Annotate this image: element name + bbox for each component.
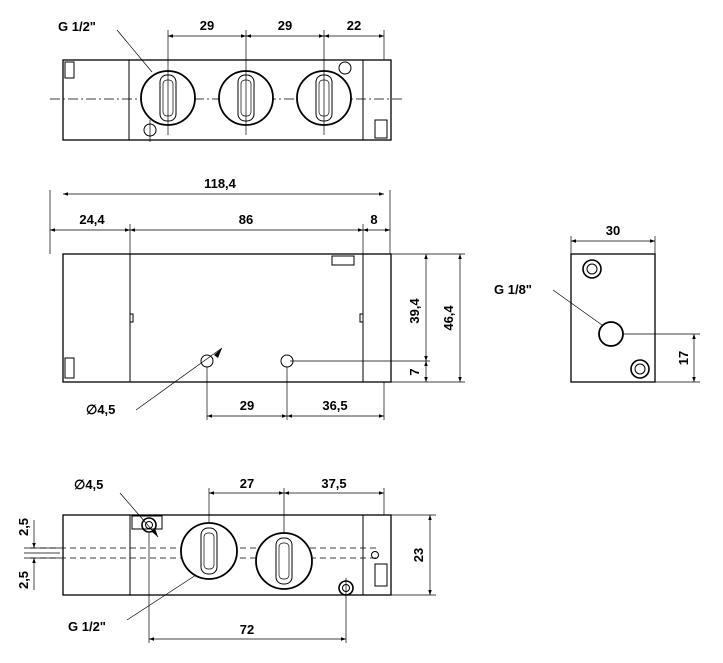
top-port-3 xyxy=(296,30,352,135)
bottom-hole-leader xyxy=(119,492,159,538)
front-dim-hole-spacing-2: 36,5 xyxy=(322,398,347,413)
front-dim-right-section: 8 xyxy=(370,212,377,227)
bottom-small-hole xyxy=(371,551,379,559)
bottom-dim-port-spacing-1: 27 xyxy=(240,476,254,491)
side-view: 30 17 G 1/8" xyxy=(494,223,700,383)
front-dim-overall-length: 118,4 xyxy=(204,176,237,191)
bottom-port-2 xyxy=(255,488,313,590)
side-port-label: G 1/8" xyxy=(494,282,532,297)
bottom-port-1 xyxy=(180,488,238,580)
bottom-dim-port-spacing-2: 37,5 xyxy=(321,476,346,491)
bottom-dim-offset-top: 2,5 xyxy=(16,518,31,536)
bottom-view: 27 37,5 ∅4,5 2,5 2,5 23 72 G 1/2" xyxy=(16,476,436,643)
side-port-leader xyxy=(552,289,603,326)
bottom-dim-offset-bottom: 2,5 xyxy=(16,571,31,589)
front-dim-hole-height: 7 xyxy=(407,368,422,375)
top-dim-spacing-2: 29 xyxy=(278,18,292,33)
top-view-right-notch xyxy=(374,119,388,139)
front-dim-height-inner: 39,4 xyxy=(407,298,422,324)
front-hole-leader xyxy=(135,347,223,411)
front-view: 118,4 24,4 86 8 39,4 46,4 7 29 36,5 ∅4,5 xyxy=(49,176,465,420)
bottom-hole-diameter-label: ∅4,5 xyxy=(74,477,103,492)
side-hole-bottom xyxy=(630,359,650,379)
front-dim-hole-spacing-1: 29 xyxy=(240,398,254,413)
side-dim-port-height: 17 xyxy=(676,351,691,365)
front-view-body xyxy=(62,253,392,383)
front-left-notch xyxy=(64,357,75,379)
top-port-1 xyxy=(140,62,196,135)
top-view: 29 29 22 G 1/2" xyxy=(50,18,403,142)
bottom-dim-hole-spacing: 72 xyxy=(240,622,254,637)
top-port-2 xyxy=(218,30,274,135)
bottom-dim-height: 23 xyxy=(411,548,426,562)
bottom-right-notch xyxy=(374,563,388,587)
side-port xyxy=(598,321,624,347)
side-hole-top xyxy=(582,259,602,279)
front-top-notch xyxy=(331,255,355,266)
top-dim-spacing-1: 29 xyxy=(200,18,214,33)
front-dim-left-section: 24,4 xyxy=(79,212,105,227)
bottom-port-label: G 1/2" xyxy=(68,619,106,634)
top-dim-spacing-3: 22 xyxy=(347,18,361,33)
front-dim-height-total: 46,4 xyxy=(441,305,456,331)
top-port-leader xyxy=(116,29,153,73)
bottom-port-leader xyxy=(126,574,197,621)
side-dim-width: 30 xyxy=(606,223,620,238)
bottom-mount-hole-left xyxy=(141,517,157,533)
front-dim-middle-section: 86 xyxy=(239,212,253,227)
front-hole-diameter-label: ∅4,5 xyxy=(86,402,115,417)
bottom-top-notch xyxy=(131,515,163,530)
top-mount-hole-right xyxy=(338,61,352,75)
top-view-left-notch xyxy=(64,61,75,79)
top-port-label: G 1/2" xyxy=(58,19,96,34)
